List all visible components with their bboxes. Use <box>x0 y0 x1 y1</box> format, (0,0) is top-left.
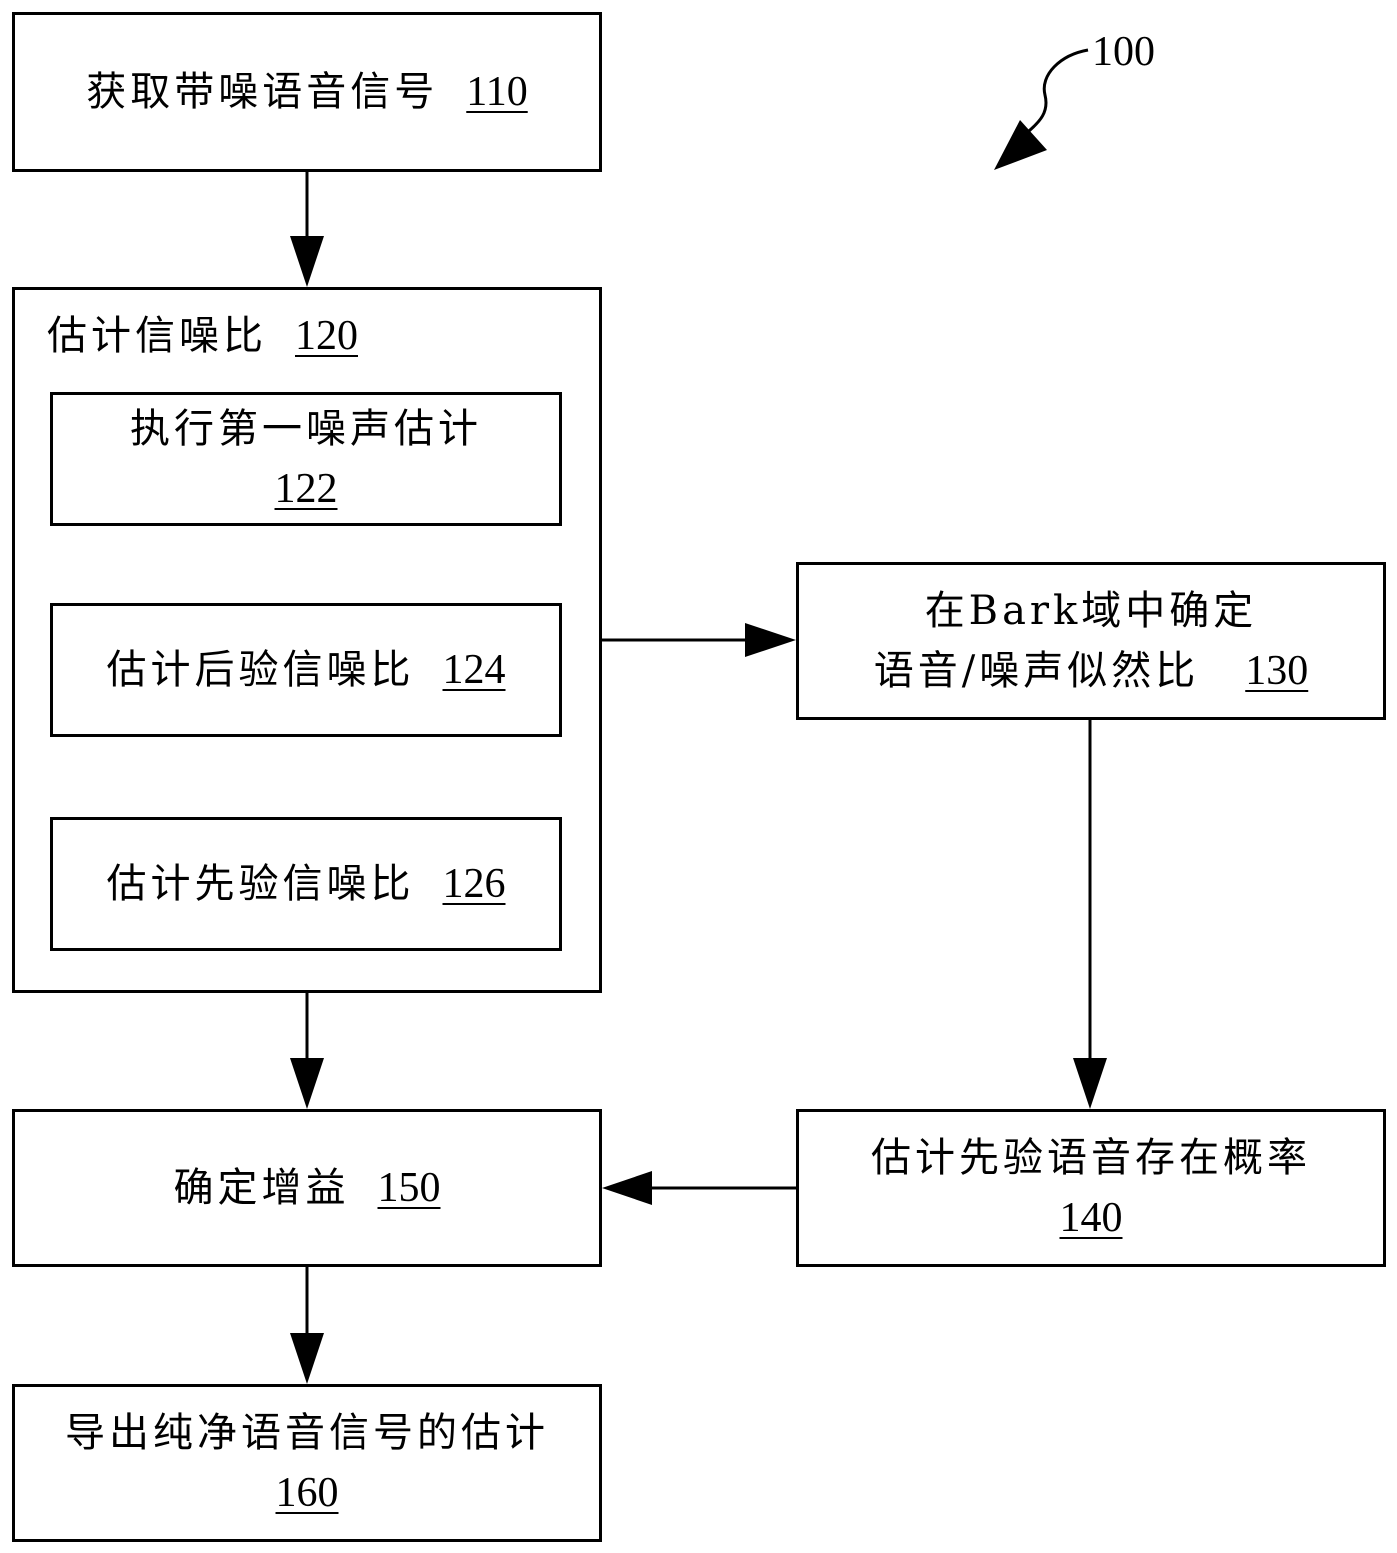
step-110-ref: 110 <box>466 69 528 115</box>
step-160-ref: 160 <box>275 1470 339 1516</box>
step-140-ref-line: 140 <box>1060 1188 1123 1248</box>
step-120-line: 估计信噪比 120 <box>47 306 358 366</box>
arrow-150-to-160 <box>290 1267 324 1384</box>
step-126-line: 估计先验信噪比 126 <box>107 854 506 914</box>
step-130-label-line1: 在Bark域中确定 <box>924 588 1258 634</box>
arrow-120-to-150 <box>290 993 324 1109</box>
step-130-ref: 130 <box>1245 648 1309 694</box>
arrow-110-to-120 <box>290 172 324 287</box>
step-160-box: 导出纯净语音信号的估计 160 <box>12 1384 602 1542</box>
step-124-label: 估计后验信噪比 <box>106 647 415 693</box>
step-130-label-line2: 语音/噪声似然比 <box>873 648 1200 694</box>
step-150-label: 确定增益 <box>173 1165 350 1211</box>
step-124-box: 估计后验信噪比 124 <box>50 603 562 737</box>
step-130-line2: 语音/噪声似然比 130 <box>874 641 1308 701</box>
step-126-label: 估计先验信噪比 <box>106 861 415 907</box>
step-126-box: 估计先验信噪比 126 <box>50 817 562 951</box>
step-124-ref: 124 <box>442 647 506 693</box>
step-122-label: 执行第一噪声估计 <box>130 406 482 452</box>
step-120-label: 估计信噪比 <box>47 313 267 359</box>
step-140-box: 估计先验语音存在概率 140 <box>796 1109 1386 1267</box>
step-122-box: 执行第一噪声估计 122 <box>50 392 562 526</box>
step-126-ref: 126 <box>442 861 506 907</box>
arrow-120-to-130 <box>602 623 796 657</box>
arrow-140-to-150 <box>602 1171 796 1205</box>
arrow-130-to-140 <box>1073 720 1107 1109</box>
step-122-ref-line: 122 <box>275 459 338 519</box>
step-150-line: 确定增益 150 <box>174 1158 441 1218</box>
step-140-label: 估计先验语音存在概率 <box>871 1135 1311 1181</box>
step-124-line: 估计后验信噪比 124 <box>107 640 506 700</box>
step-140-ref: 140 <box>1059 1195 1123 1241</box>
step-110-label: 获取带噪语音信号 <box>86 69 439 115</box>
step-150-ref: 150 <box>377 1165 441 1211</box>
step-160-label: 导出纯净语音信号的估计 <box>65 1410 549 1456</box>
figure-ref-pointer <box>994 48 1089 170</box>
step-160-ref-line: 160 <box>276 1463 339 1523</box>
step-120-ref: 120 <box>295 313 358 359</box>
step-122-ref: 122 <box>274 466 338 512</box>
step-110-box: 获取带噪语音信号 110 <box>12 12 602 172</box>
step-150-box: 确定增益 150 <box>12 1109 602 1267</box>
step-130-box: 在Bark域中确定 语音/噪声似然比 130 <box>796 562 1386 720</box>
figure-ref-number: 100 <box>1092 29 1155 75</box>
step-110-line: 获取带噪语音信号 110 <box>86 62 527 122</box>
